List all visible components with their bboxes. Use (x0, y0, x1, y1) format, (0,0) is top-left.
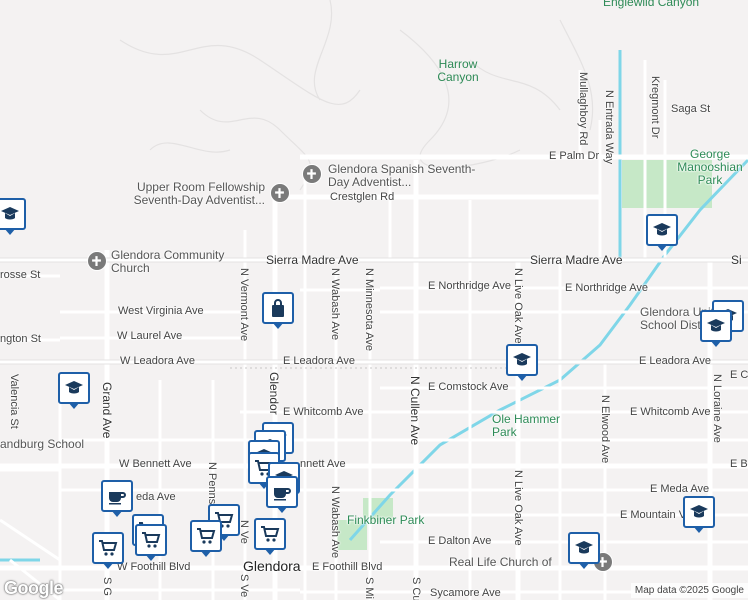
street-label-sycamore: Sycamore Ave (430, 587, 501, 599)
street-label-elwood: N Elwood Ave (599, 395, 611, 464)
shopping-cart-icon (99, 540, 118, 556)
street-label-s-cu: S Cu (410, 577, 422, 600)
shopping-cart-icon (261, 526, 280, 542)
street-label-whitcomb: E Whitcomb Ave (283, 406, 364, 418)
school-pin[interactable] (0, 198, 26, 235)
minor-roads (0, 60, 748, 600)
street-label-crestglen: Crestglen Rd (330, 191, 395, 203)
grocery-pin[interactable] (92, 532, 124, 569)
street-label-meda: eda Ave (136, 491, 176, 503)
street-label-bennett: nnett Ave (300, 458, 346, 470)
street-label-e-be: E Be (730, 458, 748, 470)
street-label-e-leadora-east: E Leadora Ave (639, 355, 711, 367)
street-label-sierra-madre-edge: Si (731, 253, 742, 267)
street-label-live-oak-south: N Live Oak Ave (512, 470, 524, 546)
school-pin[interactable] (700, 310, 732, 347)
street-label-wabash: N Wabash Ave (329, 268, 341, 341)
grocery-pin[interactable] (254, 518, 286, 555)
street-label-grand: Grand Ave (100, 382, 114, 439)
street-label-wabash-south: N Wabash Ave (329, 486, 341, 559)
park-areas (335, 160, 712, 550)
street-label-s-ve: S Ve (238, 574, 250, 598)
coffee-cup-icon (109, 492, 126, 505)
street-label-glendora-ave: Glendor (267, 372, 281, 415)
area-label-harrow: Harrow Canyon (437, 57, 479, 84)
street-label-mountain-view: E Mountain Vie (620, 509, 695, 521)
street-label-e-c: E C (730, 369, 748, 381)
street-label-w-leadora: W Leadora Ave (120, 355, 196, 367)
street-label-saga: Saga St (671, 103, 711, 115)
street-label-entrada: N Entrada Way (603, 90, 615, 165)
street-label-cullen: N Cullen Ave (408, 376, 422, 446)
google-logo[interactable]: Google (4, 578, 64, 598)
shopping-pin[interactable] (262, 292, 294, 329)
street-label-northridge: E Northridge Ave (428, 280, 511, 292)
street-label-west-virginia: West Virginia Ave (118, 305, 204, 317)
street-label-northridge-east: E Northridge Ave (565, 282, 648, 294)
cafe-pin[interactable] (101, 480, 133, 517)
street-label-meda-east: E Meda Ave (650, 483, 710, 495)
street-label-dalton: E Dalton Ave (428, 535, 492, 547)
school-pin[interactable] (568, 532, 600, 569)
church-icon[interactable] (270, 183, 290, 203)
coffee-cup-icon (274, 488, 291, 501)
church-icon[interactable] (87, 251, 107, 271)
grocery-pin[interactable] (135, 524, 167, 561)
cafe-pin[interactable] (266, 476, 298, 513)
park-label-ole-hammer: Ole Hammer Park (492, 412, 561, 439)
school-icon (1, 207, 19, 220)
park-label-finkbiner: Finkbiner Park (347, 513, 425, 527)
park-label-manooshian: George Manooshian Park (677, 147, 743, 187)
street-label-sierra-madre-east: Sierra Madre Ave (530, 253, 623, 267)
place-label-sandburg-school: andburg School (0, 437, 85, 451)
place-label-real-life-church: Real Life Church of (449, 555, 552, 569)
street-label-s-mi: S Mi (363, 577, 375, 599)
map-attribution[interactable]: Map data ©2025 Google (630, 583, 748, 598)
grocery-pin[interactable] (190, 520, 222, 557)
area-label-englewild: Englewild Canyon (603, 0, 700, 9)
street-label-palm: E Palm Dr (549, 150, 600, 162)
place-label-community-church: Glendora Community Church (111, 248, 225, 275)
church-icon[interactable] (302, 164, 322, 184)
city-label: Glendora (243, 558, 301, 574)
street-label-s-g: S G (101, 577, 113, 596)
shopping-cart-icon (142, 532, 161, 548)
shopping-bag-icon (272, 299, 284, 317)
shopping-cart-icon (197, 528, 216, 544)
street-label-w-bennett: W Bennett Ave (119, 458, 192, 470)
school-icon (653, 223, 671, 236)
street-label-e-foothill: E Foothill Blvd (312, 561, 383, 573)
school-pin[interactable] (683, 496, 715, 533)
street-label-minnesota: N Minnesota Ave (363, 268, 375, 351)
school-icon (513, 353, 531, 366)
school-icon (575, 541, 593, 554)
street-label-penns: N Penns (206, 462, 218, 505)
street-label-sierra-madre: Sierra Madre Ave (266, 253, 359, 267)
street-label-laurel: W Laurel Ave (117, 330, 183, 342)
street-label-comstock: E Comstock Ave (428, 381, 509, 393)
school-pin[interactable] (506, 344, 538, 381)
street-label-whitcomb-east: E Whitcomb Ave (630, 406, 711, 418)
school-icon (707, 319, 725, 332)
school-icon (690, 505, 708, 518)
school-pin[interactable] (646, 214, 678, 251)
street-label-live-oak: N Live Oak Ave (512, 268, 524, 344)
street-label-w-foothill: W Foothill Blvd (117, 561, 191, 573)
street-label-loraine: N Loraine Ave (711, 374, 723, 443)
street-label-e-leadora: E Leadora Ave (283, 355, 355, 367)
place-label-upper-room: Upper Room Fellowship Seventh-Day Advent… (133, 180, 265, 207)
school-pin[interactable] (58, 372, 90, 409)
street-label-valencia: Valencia St (8, 374, 20, 429)
street-label-vermont: N Vermont Ave (238, 268, 250, 342)
street-label-kregmont: Kregmont Dr (649, 76, 661, 139)
street-label-rosse: rosse St (0, 269, 41, 281)
school-icon (65, 381, 83, 394)
street-label-ngton: ngton St (0, 333, 41, 345)
street-label-mullaghboy: Mullaghboy Rd (577, 72, 589, 146)
place-label-glendora-spanish: Glendora Spanish Seventh-Day Adventist..… (328, 162, 476, 189)
